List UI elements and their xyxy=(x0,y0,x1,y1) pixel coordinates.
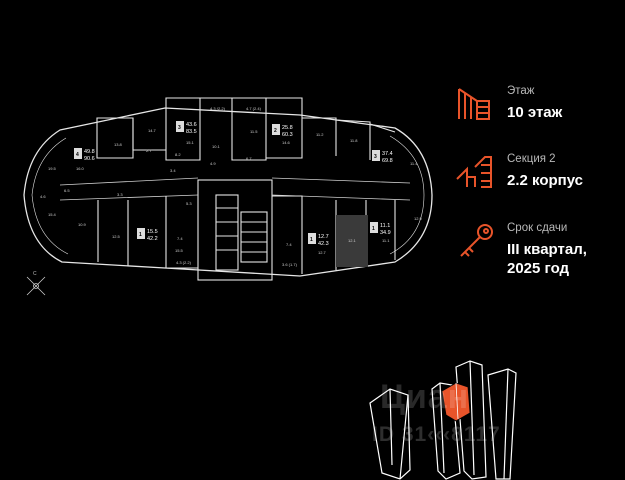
svg-text:3: 3 xyxy=(374,154,377,160)
svg-text:1: 1 xyxy=(139,232,142,238)
apartment-tag-6: 1 12.742.3 xyxy=(308,233,329,247)
apartment-tag-5: 1 15.542.2 xyxy=(137,228,158,242)
floor-icon xyxy=(458,88,490,120)
section-value: 2.2 корпус xyxy=(507,172,584,189)
watermark-brand: Циан xyxy=(380,378,470,416)
svg-text:37.4: 37.4 xyxy=(382,151,393,157)
room-area-label: 6.7 xyxy=(246,156,252,161)
room-area-label: 12.7 xyxy=(318,250,327,255)
room-area-label: 4.6 xyxy=(40,194,46,199)
room-area-label: 19.5 xyxy=(48,166,57,171)
deadline-value-line1: III квартал, xyxy=(507,241,587,258)
svg-text:15.5: 15.5 xyxy=(147,229,158,235)
room-area-label: 4.9 xyxy=(210,161,216,166)
room-area-label: 3.6 (1.7) xyxy=(282,262,298,267)
svg-text:43.6: 43.6 xyxy=(186,122,197,128)
room-area-label: 10.1 xyxy=(212,144,221,149)
room-area-label: 6.5 xyxy=(64,188,70,193)
svg-text:69.8: 69.8 xyxy=(382,158,393,164)
room-area-label: 7.4 xyxy=(286,242,292,247)
svg-text:С: С xyxy=(33,271,37,277)
svg-text:60.3: 60.3 xyxy=(282,132,293,138)
room-area-label: 16.0 xyxy=(76,166,85,171)
room-area-label: 2.7 xyxy=(146,148,152,153)
room-area-label: 11.8 xyxy=(350,138,358,143)
room-area-label: 12.9 xyxy=(414,216,423,221)
room-area-label: 14.6 xyxy=(282,140,291,145)
key-icon xyxy=(460,224,493,257)
deadline-label: Срок сдачи xyxy=(507,222,568,234)
svg-text:42.3: 42.3 xyxy=(318,241,329,247)
apartment-tag-2: 3 43.683.5 xyxy=(176,121,197,135)
apartment-tag-7: 1 11.134.9 xyxy=(370,222,391,236)
svg-text:83.5: 83.5 xyxy=(186,129,197,135)
room-area-label: 15.5 xyxy=(175,248,184,253)
room-area-label: 13.8 xyxy=(114,142,123,147)
apartment-tag-1: 4 49.890.6 xyxy=(74,148,95,162)
watermark-id: ID 31‹‹‹8117 xyxy=(372,423,501,446)
room-area-label: 4.3 (2.2) xyxy=(176,260,192,265)
apartment-tag-3: 2 25.860.3 xyxy=(272,124,293,138)
svg-text:1: 1 xyxy=(310,237,313,243)
svg-text:4: 4 xyxy=(76,152,79,158)
room-area-label: 11.5 xyxy=(250,129,258,134)
apartment-tag-4: 3 37.469.8 xyxy=(372,150,393,164)
room-area-label: 12.1 xyxy=(348,238,357,243)
svg-text:42.2: 42.2 xyxy=(147,236,158,242)
floor-label: Этаж xyxy=(507,85,535,97)
room-area-label: 7.4 xyxy=(177,236,183,241)
svg-text:25.8: 25.8 xyxy=(282,125,293,131)
room-area-label: 11.2 xyxy=(316,132,324,137)
room-area-label: 15.4 xyxy=(48,212,57,217)
room-area-label: 11.4 xyxy=(410,161,418,166)
compass-icon: С xyxy=(26,271,46,296)
building-thumbnail xyxy=(369,360,517,480)
room-area-label: 3.4 xyxy=(170,168,176,173)
room-area-label: 10.9 xyxy=(78,222,87,227)
room-area-label: 8.2 xyxy=(175,152,181,157)
svg-text:3: 3 xyxy=(178,125,181,131)
room-area-label: 3.3 xyxy=(117,192,123,197)
selected-section-icon xyxy=(441,382,471,422)
svg-text:2: 2 xyxy=(274,128,277,134)
svg-text:34.9: 34.9 xyxy=(380,230,391,236)
section-label: Секция 2 xyxy=(507,153,556,165)
room-area-label: 15.1 xyxy=(186,140,195,145)
section-icon xyxy=(456,156,492,188)
svg-text:12.7: 12.7 xyxy=(318,234,329,240)
room-area-label: 12.5 xyxy=(112,234,121,239)
svg-text:1: 1 xyxy=(372,226,375,232)
room-area-label: 4.3 (2.2) xyxy=(210,106,226,111)
room-area-label: 4.7 (2.4) xyxy=(246,106,262,111)
svg-text:90.6: 90.6 xyxy=(84,156,95,162)
floor-value: 10 этаж xyxy=(507,104,563,121)
room-area-label: 5.3 xyxy=(186,201,192,206)
svg-text:11.1: 11.1 xyxy=(380,223,390,229)
room-area-label: 11.1 xyxy=(382,238,390,243)
deadline-value-line2: 2025 год xyxy=(507,260,570,277)
room-area-label: 14.7 xyxy=(148,128,157,133)
svg-text:49.8: 49.8 xyxy=(84,149,95,155)
building-outline xyxy=(23,107,433,277)
